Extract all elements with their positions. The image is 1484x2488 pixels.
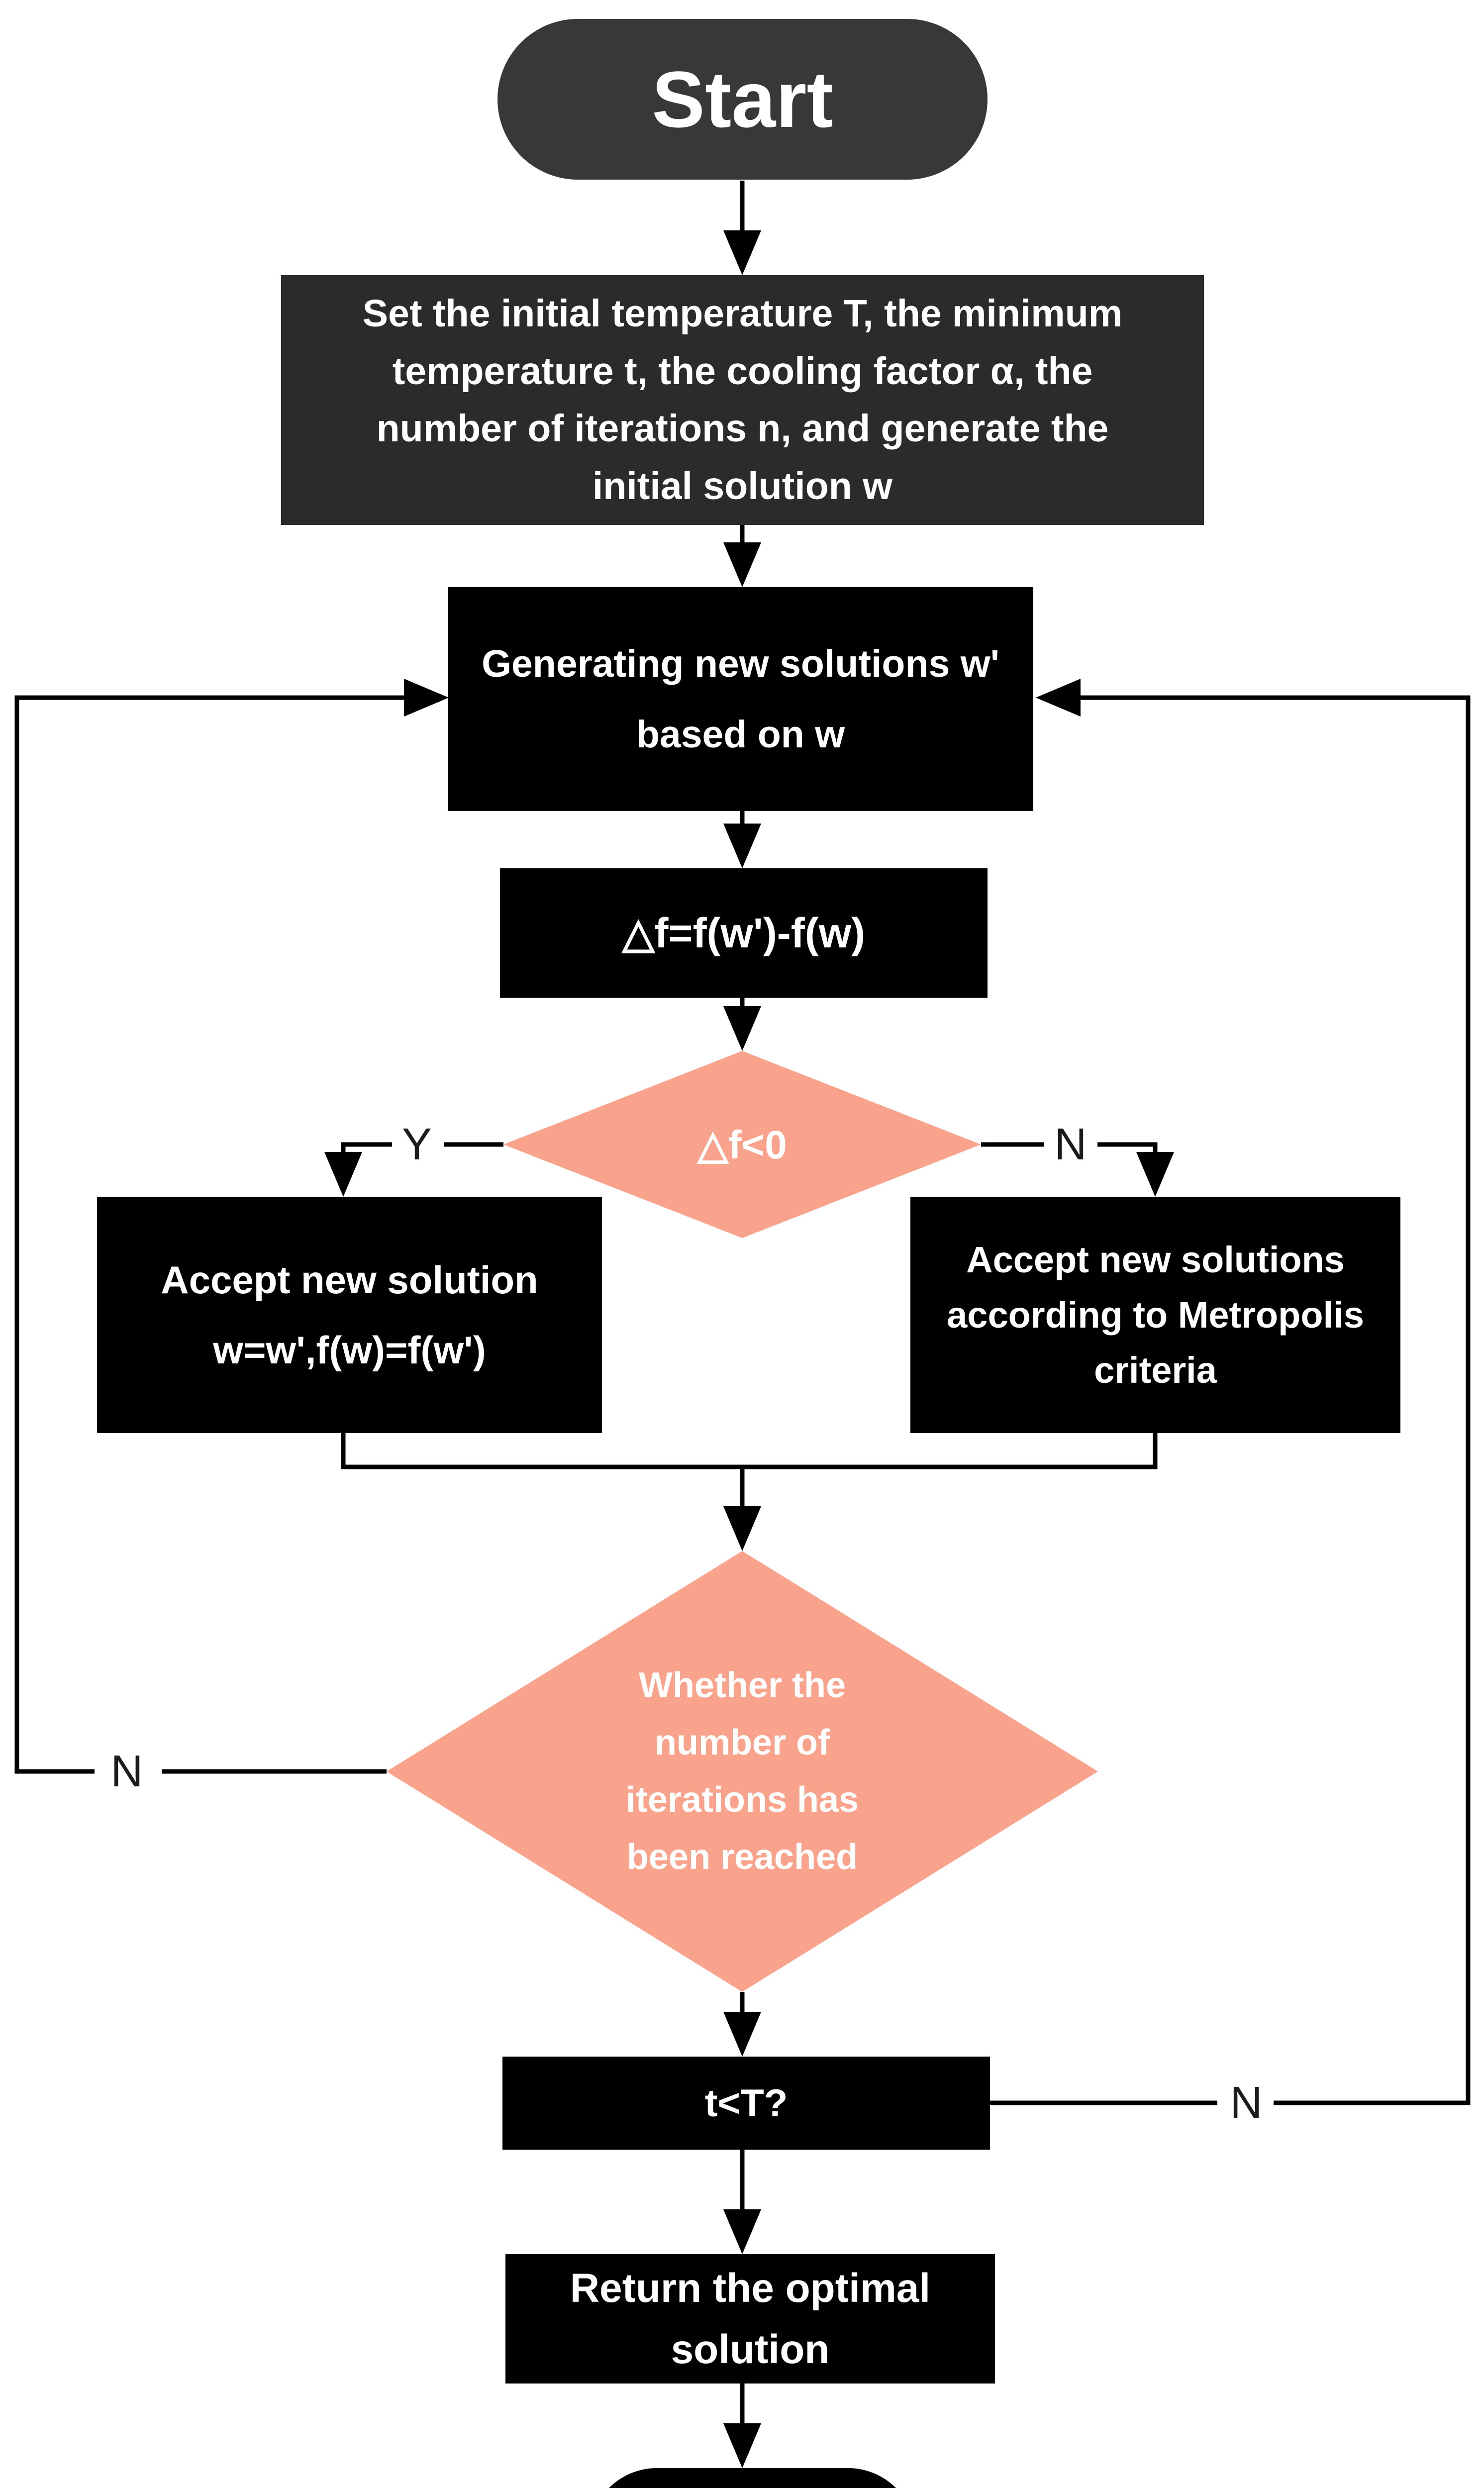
edge-label-no-iterations: N — [110, 1746, 143, 1796]
node-return-label: Return the optimal solution — [570, 2266, 931, 2372]
arrowhead-right-icon — [404, 679, 449, 717]
node-delta-f: △f=f(w')-f(w) — [500, 868, 988, 998]
decision-delta-label: △f<0 — [697, 1122, 787, 1167]
edge-label-no-temperature: N — [1230, 2077, 1263, 2128]
decision-diamond-delta — [503, 1051, 981, 1238]
edge-temperature-to-return — [723, 2150, 761, 2254]
arrowhead-down-icon — [723, 542, 761, 587]
node-accept-metropolis: Accept new solutions according to Metrop… — [910, 1197, 1400, 1433]
arrowhead-down-icon — [723, 1006, 761, 1051]
node-accept-new-solution-label: Accept new solution w=w',f(w)=f(w') — [161, 1258, 538, 1372]
node-end: End — [590, 2468, 915, 2488]
node-generate-solutions: Generating new solutions w' based on w — [448, 587, 1033, 811]
edge-return-to-end — [723, 2384, 761, 2468]
node-temperature-check: t<T? — [502, 2057, 990, 2150]
edge-merge-to-iterations — [341, 1433, 1158, 1551]
node-initialize-label: Set the initial temperature T, the minim… — [362, 292, 1123, 508]
edge-generate-to-delta — [723, 811, 761, 868]
edge-no-to-metropolis — [981, 1142, 1174, 1197]
edge-yes-to-accept — [324, 1142, 503, 1197]
decision-diamond-iterations — [387, 1551, 1098, 1992]
decision-iterations-label: Whether the number of iterations has bee… — [625, 1665, 859, 1877]
edge-line — [14, 695, 404, 1774]
arrowhead-down-icon — [723, 2012, 761, 2057]
node-initialize-parameters: Set the initial temperature T, the minim… — [281, 275, 1204, 525]
edge-init-to-generate — [723, 525, 761, 587]
arrowhead-down-icon — [723, 2209, 761, 2254]
arrowhead-down-icon — [1136, 1152, 1174, 1197]
edge-no-temperature-loop — [990, 679, 1471, 2105]
arrowhead-down-icon — [723, 1506, 761, 1551]
edge-no-iterations-loop — [14, 679, 449, 1774]
node-start: Start — [497, 19, 988, 180]
arrowhead-down-icon — [324, 1152, 362, 1197]
edge-label-no-metropolis: N — [1054, 1119, 1087, 1169]
edge-start-to-init — [723, 181, 761, 275]
node-accept-new-solution: Accept new solution w=w',f(w)=f(w') — [97, 1197, 602, 1433]
node-delta-label: △f=f(w')-f(w) — [622, 910, 866, 956]
edge-delta-to-check — [723, 998, 761, 1051]
edge-line — [1081, 695, 1471, 2105]
node-accept-metropolis-label: Accept new solutions according to Metrop… — [947, 1239, 1364, 1391]
node-generate-label: Generating new solutions w' based on w — [482, 642, 999, 756]
arrowhead-down-icon — [723, 230, 761, 275]
edge-label-yes: Y — [401, 1119, 432, 1169]
edge-iterations-to-temperature — [723, 1992, 761, 2057]
node-start-label: Start — [652, 54, 833, 144]
decision-iterations-check: Whether the number of iterations has bee… — [387, 1551, 1098, 1992]
edge-line — [341, 1433, 1158, 1469]
arrowhead-down-icon — [723, 2423, 761, 2468]
node-temperature-label: t<T? — [704, 2081, 788, 2125]
decision-delta-check: △f<0 — [503, 1051, 981, 1238]
arrowhead-left-icon — [1036, 679, 1081, 717]
node-return-optimal: Return the optimal solution — [505, 2254, 995, 2384]
arrowhead-down-icon — [723, 824, 761, 868]
